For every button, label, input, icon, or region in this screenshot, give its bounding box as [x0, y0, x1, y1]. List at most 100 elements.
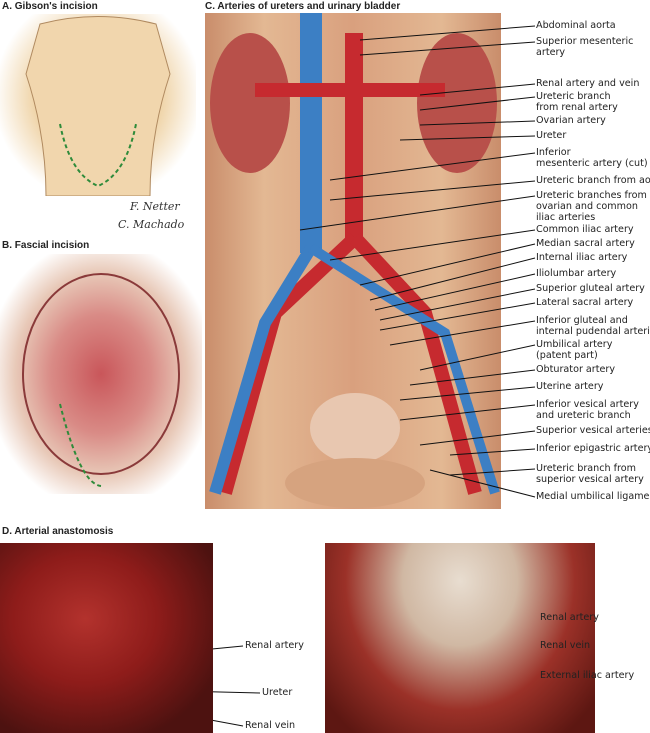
callout-label-line: Ovarian artery — [536, 115, 606, 126]
callout-label-line: Ureteric branch from — [536, 463, 636, 474]
callout-label: Superior vesical arteries — [536, 425, 650, 436]
callout-label-line: Superior mesenteric — [536, 36, 634, 47]
callout-label-line: Superior gluteal artery — [536, 283, 645, 294]
callout-label-line: from renal artery — [536, 102, 618, 113]
label-renal-vein-right: Renal vein — [540, 640, 591, 651]
leader-line — [419, 96, 536, 111]
callout-label-line: and ureteric branch — [536, 410, 631, 421]
callout-label-line: iliac arteries — [536, 212, 596, 223]
leader-line — [389, 320, 536, 346]
callout-label: Inferior epigastric artery — [536, 443, 650, 454]
panel-d-title: D. Arterial anastomosis — [2, 526, 114, 537]
callout-label: Iliolumbar artery — [536, 268, 616, 279]
callout-label-line: Inferior epigastric artery — [536, 443, 650, 454]
panel-c-title: C. Arteries of ureters and urinary bladd… — [205, 1, 401, 12]
callout-label-line: Abdominal aorta — [536, 20, 616, 31]
leader-line — [379, 302, 536, 331]
callout-label: Umbilical artery(patent part) — [536, 339, 612, 361]
arteries-illustration — [205, 13, 501, 509]
callout-label-line: Ureteric branches from — [536, 190, 647, 201]
callout-label-line: Ureteric branch — [536, 91, 611, 102]
callout-label: Abdominal aorta — [536, 20, 616, 31]
leader-line — [374, 273, 536, 311]
leader-line — [449, 448, 536, 456]
vessels-drawing — [209, 13, 500, 508]
callout-label: Obturator artery — [536, 364, 615, 375]
callout-label: Median sacral artery — [536, 238, 635, 249]
fascial-incision-illustration — [0, 254, 202, 494]
panel-b-title: B. Fascial incision — [2, 240, 90, 251]
gibson-incision-illustration — [0, 14, 196, 196]
callout-label-line: Lateral sacral artery — [536, 297, 634, 308]
leader-line — [419, 430, 536, 446]
leader-line — [369, 257, 536, 301]
callout-label-line: Superior vesical arteries — [536, 425, 650, 436]
callout-label: Ureter — [536, 130, 566, 141]
callout-label-line: artery — [536, 47, 566, 58]
callout-label: Renal artery and vein — [536, 78, 639, 89]
leader-line — [449, 468, 536, 476]
label-external-iliac-right: External iliac artery — [540, 670, 635, 681]
callout-label-line: Median sacral artery — [536, 238, 635, 249]
callout-label-line: Iliolumbar artery — [536, 268, 617, 279]
callout-label-line: Ureteric branch from aorta — [536, 175, 650, 186]
callout-label-line: Umbilical artery — [536, 339, 613, 350]
callout-label-line: Renal artery and vein — [536, 78, 640, 89]
label-renal-vein-left: Renal vein — [245, 720, 296, 731]
callout-label: Superior gluteal artery — [536, 283, 645, 294]
leader-line — [329, 180, 536, 201]
leader-line — [399, 404, 536, 421]
leader-line — [399, 135, 536, 141]
leader-line — [409, 369, 536, 386]
leader-line — [419, 344, 536, 371]
callout-label: Ovarian artery — [536, 115, 606, 126]
callout-label-line: Medial umbilical ligament — [536, 491, 650, 502]
callout-label-line: Inferior gluteal and — [536, 315, 628, 326]
anastomosis-photo-right — [325, 543, 595, 733]
panel-a-title: A. Gibson's incision — [2, 1, 98, 12]
callout-label: Medial umbilical ligament — [536, 491, 650, 502]
leader-line — [379, 288, 536, 321]
callout-label: Internal iliac artery — [536, 252, 627, 263]
callout-label-line: Internal iliac artery — [536, 252, 628, 263]
callout-label-line: Inferior vesical artery — [536, 399, 639, 410]
callout-label-line: internal pudendal arteries — [536, 326, 650, 337]
machado-signature: C. Machado — [118, 218, 185, 231]
callout-label-line: Obturator artery — [536, 364, 616, 375]
callout-label: Lateral sacral artery — [536, 297, 633, 308]
callout-label-line: superior vesical artery — [536, 474, 644, 485]
torso-drawing — [25, 16, 171, 196]
leader-line — [419, 120, 536, 126]
label-ureter-left: Ureter — [262, 687, 293, 698]
callout-label: Ureteric branch from aorta — [536, 175, 650, 186]
leader-line — [299, 195, 536, 231]
leader-line — [419, 83, 536, 96]
callout-label-line: Inferior — [536, 147, 571, 158]
netter-signature: F. Netter — [130, 200, 180, 213]
callout-label: Uterine artery — [536, 381, 603, 392]
leader-line — [329, 229, 536, 261]
callout-label-line: Common iliac artery — [536, 224, 634, 235]
leader-line — [429, 469, 536, 498]
callout-label: Common iliac artery — [536, 224, 634, 235]
callout-label-line: Ureter — [536, 130, 567, 141]
label-renal-artery-right: Renal artery — [540, 612, 599, 623]
anastomosis-photo-left — [0, 543, 213, 733]
abdominal-wall-drawing — [22, 273, 180, 487]
callout-label-line: ovarian and common — [536, 201, 638, 212]
leader-line — [399, 386, 536, 401]
incision-line — [59, 403, 102, 487]
leader-line — [359, 41, 536, 56]
callout-label-line: Uterine artery — [536, 381, 604, 392]
callout-label-line: mesenteric artery (cut) — [536, 158, 648, 169]
leader-line — [359, 243, 536, 286]
leader-line — [359, 25, 536, 41]
callout-label-line: (patent part) — [536, 350, 598, 361]
